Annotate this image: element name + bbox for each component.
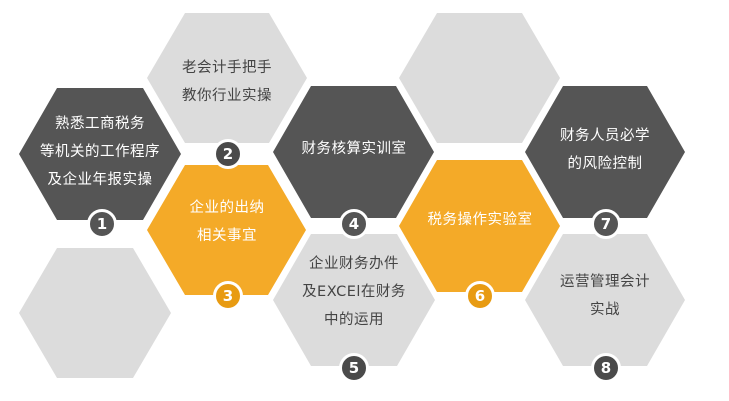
- step-3-line-2: 相关事宜: [197, 228, 257, 244]
- step-5-label: 企业财务办件 及EXCEl在财务 中的运用: [279, 250, 429, 334]
- step-7-hexagon: [525, 86, 685, 218]
- step-6-label: 税务操作实验室: [405, 206, 555, 234]
- step-4-label: 财务核算实训室: [279, 135, 429, 163]
- step-2-line-1: 老会计手把手: [182, 60, 272, 76]
- step-2-hexagon: [147, 13, 307, 143]
- step-3-line-1: 企业的出纳: [189, 200, 265, 216]
- step-1-number-badge: 1: [87, 209, 117, 239]
- step-7-line-2: 的风险控制: [567, 156, 643, 172]
- step-8-line-2: 实战: [590, 302, 620, 318]
- step-5-hexagon: [273, 234, 435, 366]
- step-1-line-3: 及企业年报实操: [47, 172, 153, 188]
- step-5-line-2: 及EXCEl在财务: [302, 284, 406, 300]
- step-8-hexagon: [525, 234, 685, 366]
- step-7-label: 财务人员必学 的风险控制: [530, 122, 680, 178]
- step-1-label: 熟悉工商税务 等机关的工作程序 及企业年报实操: [25, 110, 175, 194]
- step-4-line-1: 财务核算实训室: [301, 141, 407, 157]
- step-3-label: 企业的出纳 相关事宜: [152, 194, 302, 250]
- blank-hexagon-top-left: [19, 248, 171, 378]
- step-5-line-1: 企业财务办件: [309, 256, 399, 272]
- step-2-number-badge: 2: [213, 139, 243, 169]
- step-6-line-1: 税务操作实验室: [427, 212, 533, 228]
- step-1-hexagon: [19, 88, 181, 220]
- step-4-number-badge: 4: [339, 209, 369, 239]
- step-3-hexagon: [147, 165, 306, 295]
- step-3-number-badge: 3: [213, 281, 243, 311]
- step-8-label: 运营管理会计 实战: [530, 268, 680, 324]
- step-6-hexagon: [399, 160, 560, 292]
- step-2-line-2: 教你行业实操: [182, 88, 272, 104]
- step-8-line-1: 运营管理会计: [560, 274, 650, 290]
- step-8-number-badge: 8: [591, 353, 621, 383]
- step-2-label: 老会计手把手 教你行业实操: [152, 54, 302, 110]
- step-1-line-1: 熟悉工商税务: [55, 116, 145, 132]
- blank-hexagon-top-right: [399, 13, 560, 143]
- step-1-line-2: 等机关的工作程序: [40, 144, 160, 160]
- step-7-line-1: 财务人员必学: [560, 128, 650, 144]
- step-6-number-badge: 6: [465, 281, 495, 311]
- step-7-number-badge: 7: [591, 209, 621, 239]
- step-5-line-3: 中的运用: [324, 312, 384, 328]
- step-4-hexagon: [273, 86, 434, 218]
- step-5-number-badge: 5: [339, 353, 369, 383]
